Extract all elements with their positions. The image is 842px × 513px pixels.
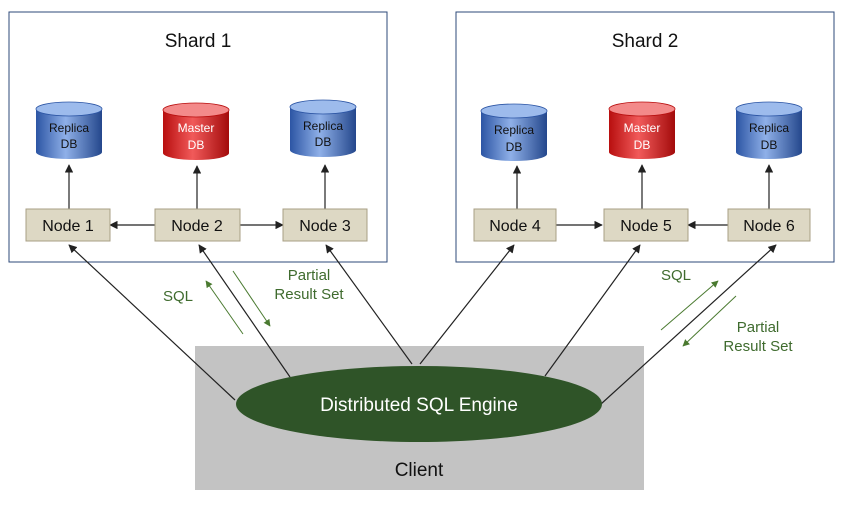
- left-partial-label-1: Partial: [288, 267, 331, 284]
- right-partial-label-2: Result Set: [723, 338, 793, 355]
- db-master-1: Master DB: [162, 102, 230, 160]
- db-master-2-line1: Master: [624, 121, 661, 135]
- engine-node-connectors: [68, 244, 777, 405]
- left-result-arrow: [232, 270, 271, 327]
- connector-node-5: [544, 244, 641, 377]
- node-5-box: [603, 208, 689, 242]
- node-3-label: Node 3: [299, 218, 351, 235]
- left-partial-label-2: Result Set: [274, 286, 344, 303]
- node-4-label: Node 4: [489, 218, 541, 235]
- db-replica-2-line2: DB: [315, 135, 332, 149]
- engine-label: Distributed SQL Engine: [320, 395, 518, 416]
- db-replica-4-line1: Replica: [749, 121, 789, 135]
- db-replica-3-line1: Replica: [494, 123, 534, 137]
- db-master-2-line2: DB: [634, 138, 651, 152]
- node-1-label: Node 1: [42, 218, 94, 235]
- node-2-label: Node 2: [171, 218, 223, 235]
- db-replica-4: Replica DB: [735, 101, 803, 159]
- distributed-sql-engine: [236, 366, 602, 442]
- node-2-box: [154, 208, 241, 242]
- db-master-2: Master DB: [608, 101, 676, 159]
- node-boxes: Node 1 Node 2 Node 3 Node 4 Node 5 Node …: [25, 208, 811, 242]
- right-sql-arrow: [660, 280, 719, 331]
- left-sql-label: SQL: [163, 288, 193, 305]
- db-replica-3: Replica DB: [480, 103, 548, 161]
- db-replica-1-line2: DB: [61, 137, 78, 151]
- node-1-box: [25, 208, 111, 242]
- db-replica-4-line2: DB: [761, 138, 778, 152]
- shard-2-title: Shard 2: [612, 31, 679, 52]
- connector-node-6: [600, 244, 777, 405]
- db-replica-1: Replica DB: [35, 101, 103, 159]
- connector-node-4: [419, 244, 515, 365]
- db-replica-1-line1: Replica: [49, 121, 89, 135]
- node-6-label: Node 6: [743, 218, 795, 235]
- db-master-1-line2: DB: [188, 138, 205, 152]
- right-partial-label-1: Partial: [737, 319, 780, 336]
- db-replica-2-line1: Replica: [303, 119, 343, 133]
- left-flow-annotation: SQL Partial Result Set: [163, 267, 344, 335]
- connector-node-3: [325, 244, 413, 365]
- client-label: Client: [395, 460, 444, 481]
- shard-1-title: Shard 1: [165, 31, 232, 52]
- connector-node-2: [198, 244, 291, 378]
- left-sql-arrow: [205, 280, 244, 335]
- node-6-box: [727, 208, 811, 242]
- node-5-label: Node 5: [620, 218, 672, 235]
- right-flow-annotation: SQL Partial Result Set: [660, 267, 793, 355]
- node-3-box: [282, 208, 368, 242]
- right-sql-label: SQL: [661, 267, 691, 284]
- db-master-1-line1: Master: [178, 121, 215, 135]
- connector-node-1: [68, 244, 236, 401]
- db-replica-2: Replica DB: [289, 99, 357, 157]
- right-result-arrow: [682, 295, 737, 347]
- node-db-links: [64, 164, 774, 209]
- node-4-box: [473, 208, 557, 242]
- db-replica-3-line2: DB: [506, 140, 523, 154]
